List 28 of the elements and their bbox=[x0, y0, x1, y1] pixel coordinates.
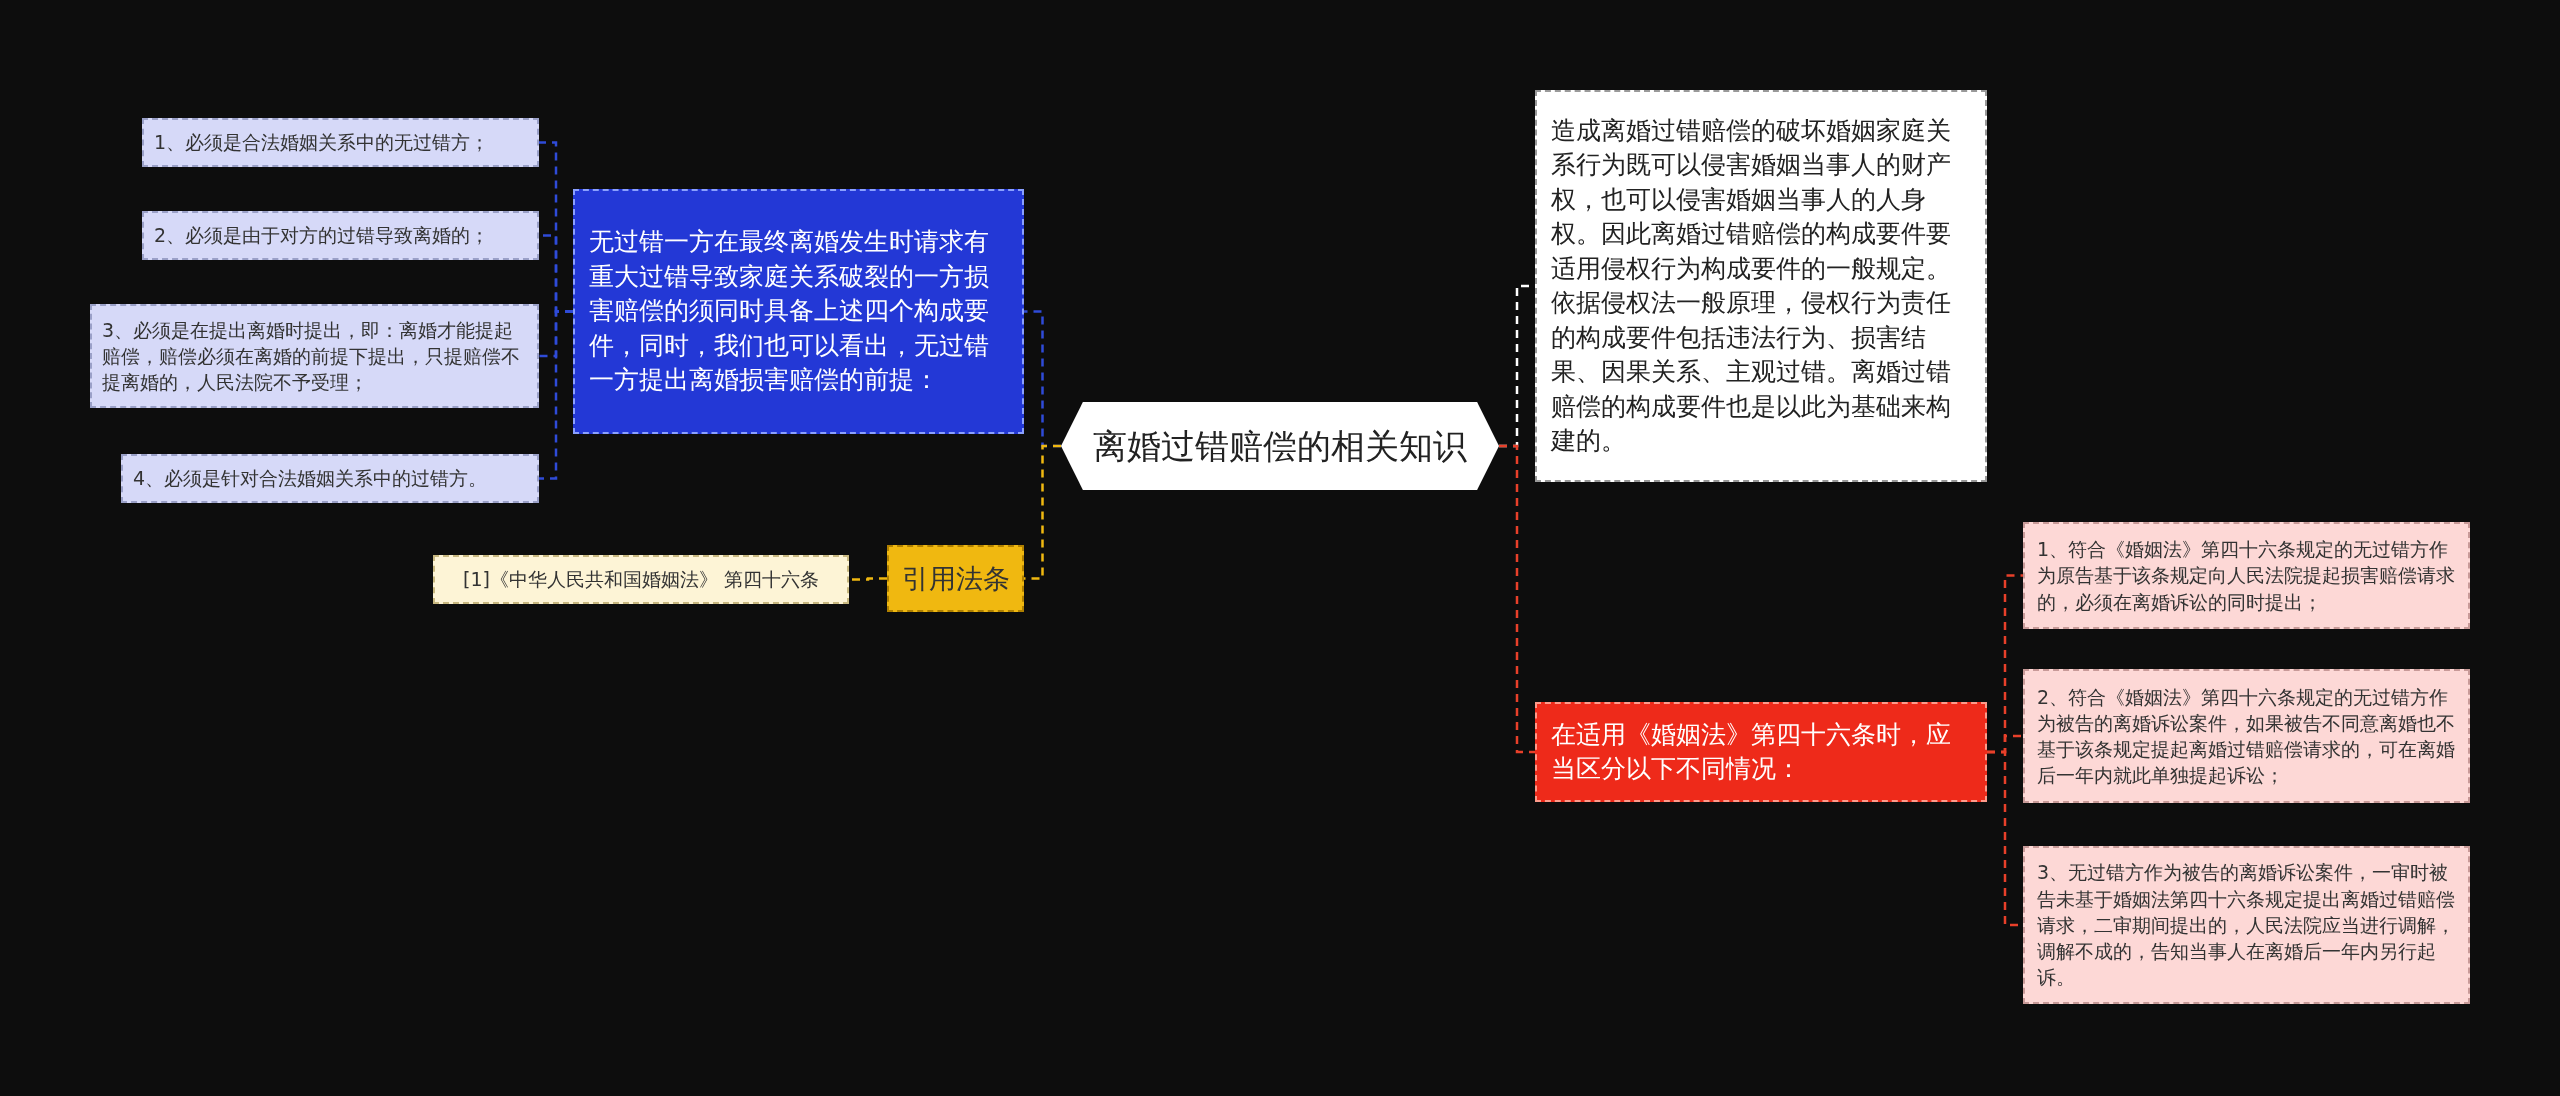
connector-line bbox=[1499, 444, 1535, 754]
item-box bbox=[142, 211, 539, 260]
node-text: 引用法条 bbox=[901, 561, 1010, 596]
connector-line bbox=[849, 577, 887, 581]
item-box bbox=[121, 454, 539, 503]
topic-box bbox=[1535, 90, 1987, 482]
node-text: 3、无过错方作为被告的离婚诉讼案件，一审时被告未基于婚姻法第四十六条规定提出离婚过错赔偿请求，二审期间提出的，人民法院应当进行调解，调解不成的，告知当事人在离婚后一年内另行起诉。 bbox=[2037, 860, 2456, 991]
node-text: 1、符合《婚姻法》第四十六条规定的无过错方作为原告基于该条规定向人民法院提起损害赔偿请求的，必须在离婚诉讼的同时提出； bbox=[2037, 537, 2456, 615]
node-text: [1]《中华人民共和国婚姻法》 第四十六条 bbox=[463, 567, 819, 593]
item-box bbox=[142, 118, 539, 167]
node-text: 2、必须是由于对方的过错导致离婚的； bbox=[154, 223, 490, 249]
node-text: 在适用《婚姻法》第四十六条时，应当区分以下不同情况： bbox=[1551, 718, 1952, 785]
node-text: 3、必须是在提出离婚时提出，即：离婚才能提起赔偿，赔偿必须在离婚的前提下提出，只提赔偿不提离婚的，人民法院不予受理； bbox=[102, 317, 521, 396]
item-box bbox=[2023, 669, 2470, 803]
topic-box bbox=[887, 545, 1024, 612]
item-box bbox=[90, 304, 539, 408]
node-text: 2、符合《婚姻法》第四十六条规定的无过错方作为被告的离婚诉讼案件，如果被告不同意离婚也不基于该条规定提起离婚过错赔偿请求的，可在离婚后一年内就此单独提起诉讼； bbox=[2037, 684, 2456, 789]
connector-line bbox=[539, 310, 573, 480]
node-text: 造成离婚过错赔偿的破坏婚姻家庭关系行为既可以侵害婚姻当事人的财产权，也可以侵害婚姻当事人的人身权。因此离婚过错赔偿的构成要件要适用侵权行为构成要件的一般规定。依据侵权法一般原理，侵权行为责任的构成要件包括违法行为、损害结果、因果关系、主观过错。离婚过错赔偿的构成要件也是以此为基础来构建的。 bbox=[1551, 114, 1952, 457]
item-box bbox=[2023, 522, 2470, 629]
citation-box bbox=[433, 555, 849, 604]
node-text: 4、必须是针对合法婚姻关系中的过错方。 bbox=[133, 466, 488, 492]
item-box bbox=[2023, 846, 2470, 1004]
node-text: 1、必须是合法婚姻关系中的无过错方； bbox=[154, 130, 490, 156]
node-text: 无过错一方在最终离婚发生时请求有重大过错导致家庭关系破裂的一方损害赔偿的须同时具备上述四个构成要件，同时，我们也可以看出，无过错一方提出离婚损害赔偿的前提： bbox=[589, 226, 990, 397]
topic-box bbox=[1535, 702, 1987, 802]
topic-box bbox=[573, 189, 1024, 434]
node-text: 离婚过错赔偿的相关知识 bbox=[1093, 424, 1467, 468]
